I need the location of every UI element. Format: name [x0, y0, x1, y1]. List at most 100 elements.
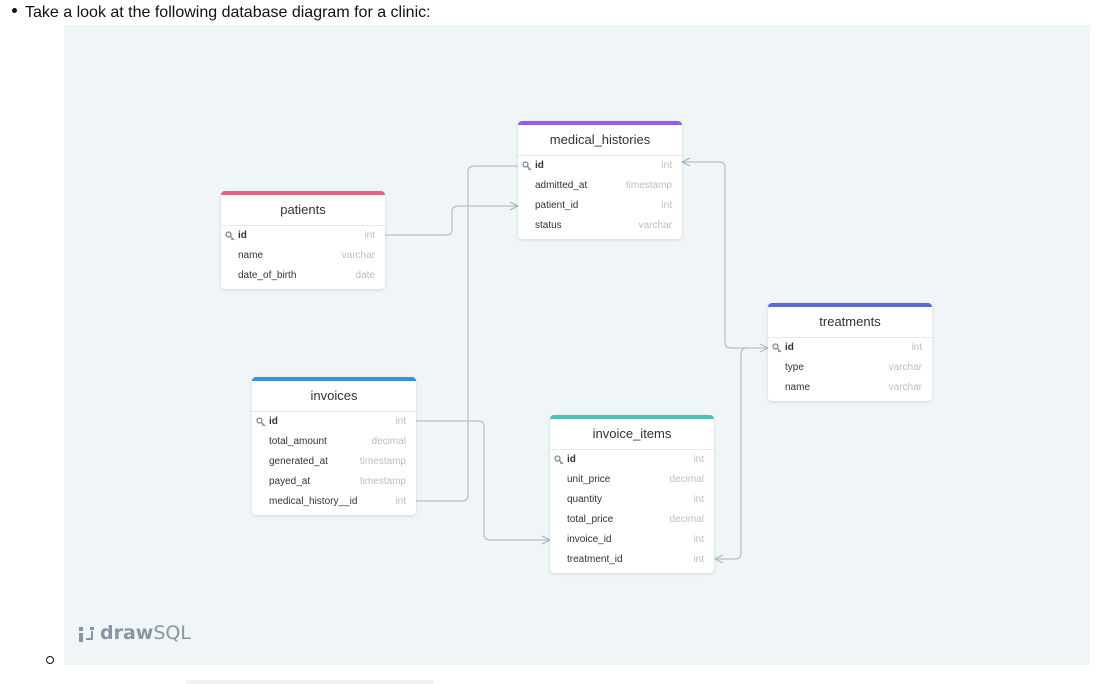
sub-bullet-circle	[46, 656, 54, 664]
table-field-row: patient_id int	[518, 196, 682, 216]
field-type: timestamp	[625, 180, 672, 191]
field-type: int	[693, 554, 704, 565]
field-type: int	[395, 496, 406, 507]
table-field-row: admitted_at timestamp	[518, 176, 682, 196]
field-name: invoice_id	[567, 534, 612, 545]
table-field-row: name varchar	[221, 246, 385, 266]
table-field-row: quantity int	[550, 490, 714, 510]
field-name: total_price	[567, 514, 614, 525]
field-type: varchar	[341, 250, 375, 261]
crowfoot-patient-id	[509, 201, 519, 211]
field-type: int	[911, 342, 922, 353]
field-name: payed_at	[269, 476, 311, 487]
table-field-row: generated_at timestamp	[252, 452, 416, 472]
field-name: id	[567, 454, 576, 465]
table-field-row: status varchar	[518, 216, 682, 236]
field-type: int	[693, 494, 704, 505]
field-name: total_amount	[269, 436, 327, 447]
relationship-lines	[385, 157, 769, 564]
intro-bullet: Take a look at the following database di…	[12, 4, 431, 22]
table-title: treatments	[768, 307, 932, 338]
table-footer	[221, 286, 385, 289]
field-type: date	[355, 270, 375, 281]
drawsql-wordmark: drawSQL	[100, 622, 191, 644]
field-name: generated_at	[269, 456, 328, 467]
intro-text: Take a look at the following database di…	[25, 4, 431, 21]
field-name: name	[238, 250, 264, 261]
link-medical-histories-treatments	[682, 161, 768, 349]
crowfoot-treatment-id	[714, 554, 724, 564]
field-type: int	[395, 416, 406, 427]
primary-key-icon	[554, 455, 564, 465]
table-title: patients	[221, 195, 385, 226]
table-title: medical_histories	[518, 125, 682, 156]
field-name: id	[785, 342, 794, 353]
field-type: varchar	[888, 382, 922, 393]
table-field-row: id int	[518, 156, 682, 176]
field-type: int	[661, 160, 672, 171]
table-footer	[550, 570, 714, 573]
field-name: admitted_at	[535, 180, 588, 191]
field-name: id	[535, 160, 544, 171]
field-type: int	[693, 534, 704, 545]
table-field-row: id int	[768, 338, 932, 358]
primary-key-icon	[522, 161, 532, 171]
field-type: int	[364, 230, 375, 241]
field-type: timestamp	[359, 476, 406, 487]
table-field-row: name varchar	[768, 378, 932, 398]
link-medical-histories-invoices	[416, 165, 518, 502]
field-name: medical_history__id	[269, 496, 358, 507]
crowfoot-treatments-id	[759, 343, 769, 353]
table-footer	[252, 512, 416, 515]
table-treatments[interactable]: treatments id int type varchar name varchar	[768, 303, 932, 401]
table-field-row: payed_at timestamp	[252, 472, 416, 492]
drawsql-mark-icon	[79, 627, 94, 642]
table-field-row: type varchar	[768, 358, 932, 378]
field-name: patient_id	[535, 200, 579, 211]
link-invoices-invoice-items	[416, 420, 550, 541]
field-type: int	[693, 454, 704, 465]
field-type: varchar	[888, 362, 922, 373]
table-color-bar	[550, 415, 714, 419]
table-field-row: date_of_birth date	[221, 266, 385, 286]
primary-key-icon	[256, 417, 266, 427]
table-color-bar	[252, 377, 416, 381]
table-footer	[518, 236, 682, 239]
field-type: decimal	[669, 514, 704, 525]
table-field-row: invoice_id int	[550, 530, 714, 550]
field-name: name	[785, 382, 811, 393]
table-color-bar	[221, 191, 385, 195]
link-treatments-invoice-items	[715, 347, 768, 560]
field-type: int	[661, 200, 672, 211]
field-name: quantity	[567, 494, 603, 505]
field-type: varchar	[638, 220, 672, 231]
table-field-row: id int	[550, 450, 714, 470]
table-footer	[768, 398, 932, 401]
table-field-row: medical_history__id int	[252, 492, 416, 512]
next-element-edge	[186, 680, 434, 684]
table-color-bar	[768, 303, 932, 307]
link-patients-medical-histories	[385, 205, 518, 236]
field-type: decimal	[669, 474, 704, 485]
field-name: status	[535, 220, 562, 231]
field-type: timestamp	[359, 456, 406, 467]
field-name: date_of_birth	[238, 270, 297, 281]
primary-key-icon	[772, 343, 782, 353]
crowfoot-invoice-id	[541, 535, 551, 545]
field-name: type	[785, 362, 804, 373]
table-field-row: total_price decimal	[550, 510, 714, 530]
bullet-dot	[12, 8, 17, 14]
table-color-bar	[518, 121, 682, 125]
table-title: invoices	[252, 381, 416, 412]
table-title: invoice_items	[550, 419, 714, 450]
